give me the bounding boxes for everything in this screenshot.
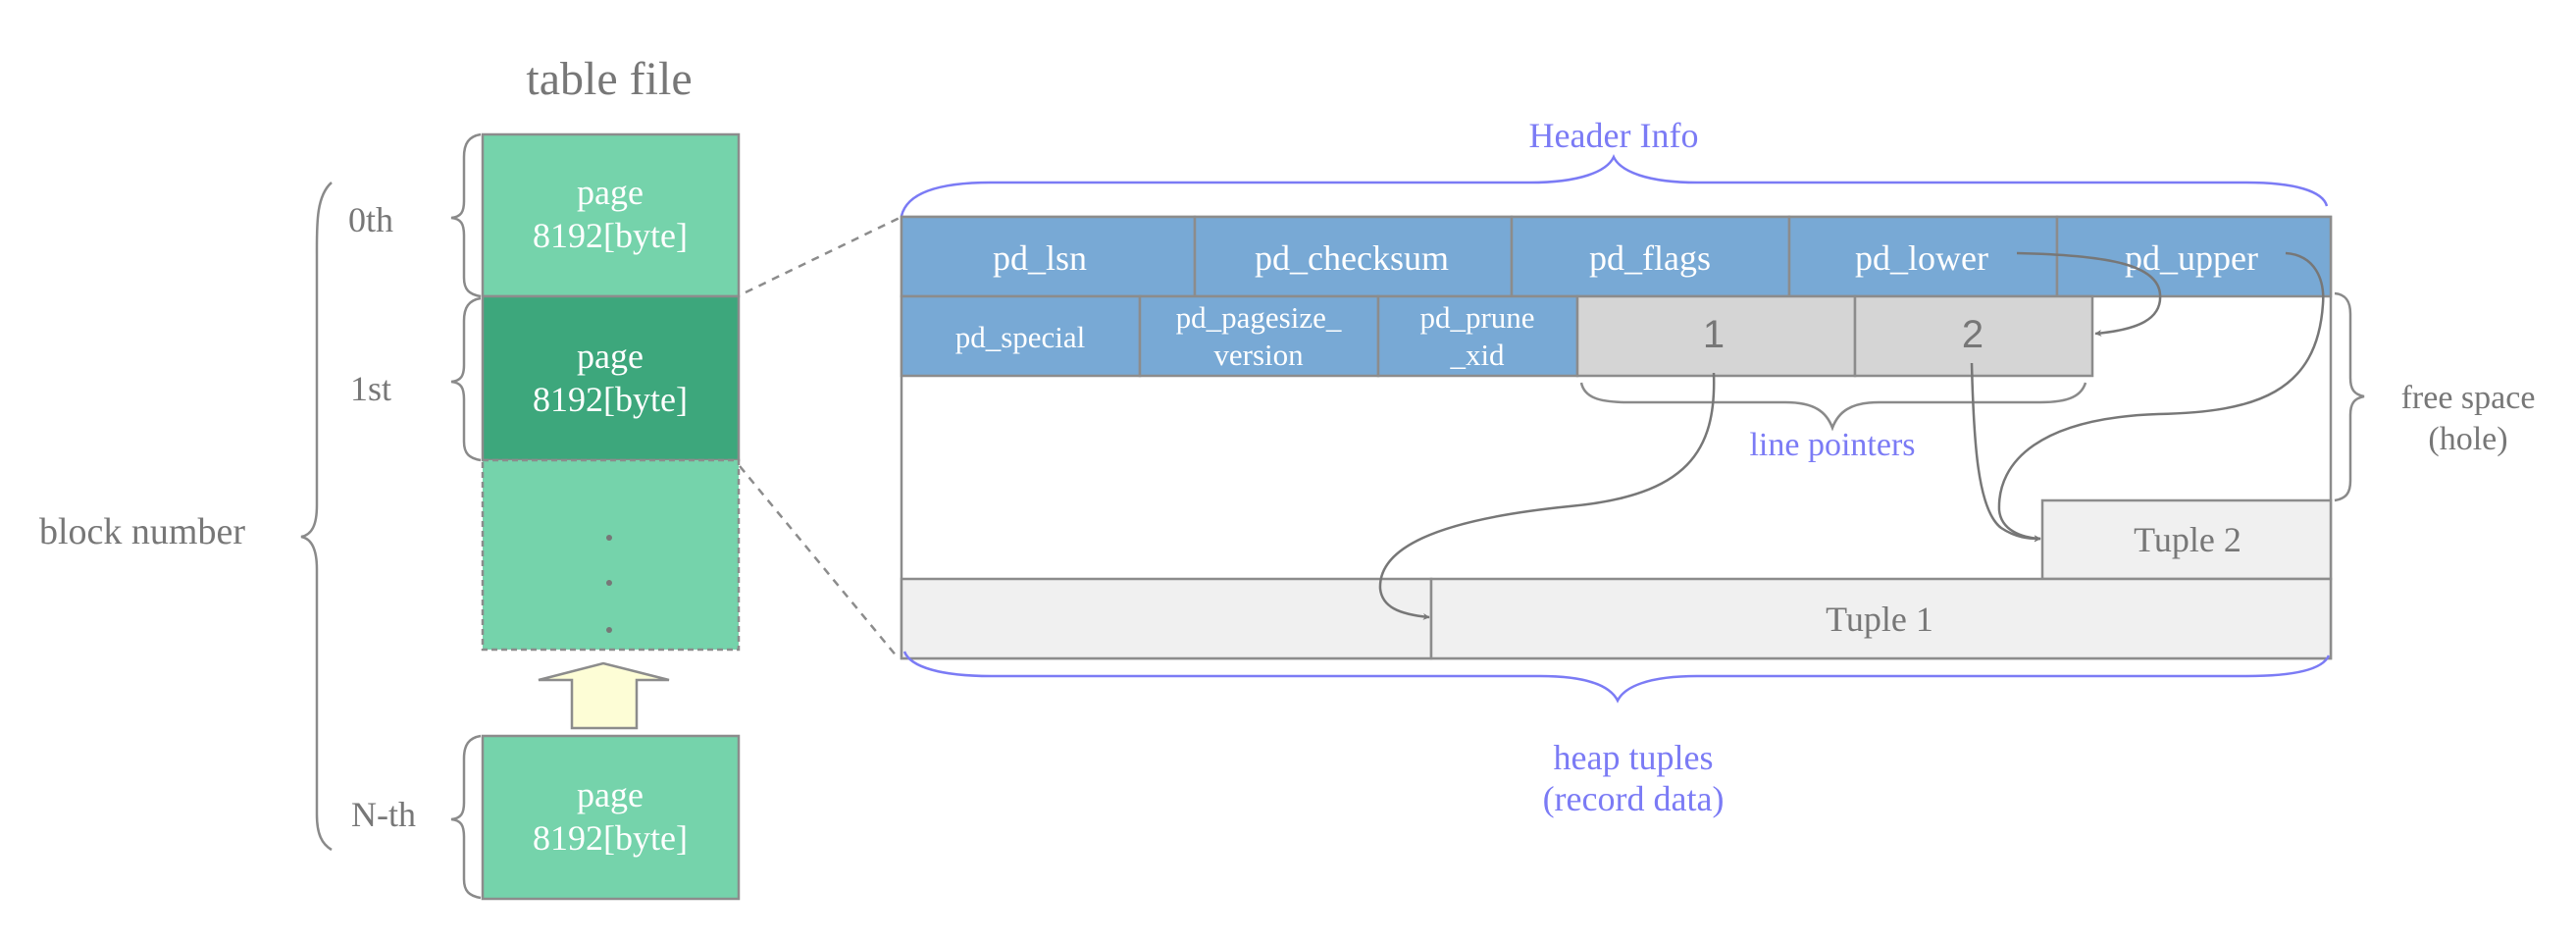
table-file-title: table file — [526, 53, 692, 105]
pd-upper-arrow — [1997, 251, 2325, 543]
header-field-label: pd_prune — [1419, 300, 1534, 335]
tuple-label: Tuple 2 — [2134, 520, 2241, 559]
line-pointers-label: line pointers — [1749, 427, 1915, 463]
header-field-pd-lsn[interactable] — [900, 215, 1197, 298]
page-0-line1: page — [577, 173, 644, 212]
header-info-label: Header Info — [1529, 116, 1699, 155]
block-label-nth: N-th — [351, 795, 416, 834]
zoom-connector-bottom — [739, 465, 899, 658]
heap-tuples-brace — [902, 651, 2331, 704]
block-label-1st: 1st — [350, 369, 391, 408]
line-pointers: 1 2 — [1575, 294, 2094, 378]
block-brace-nth — [450, 734, 482, 900]
header-field-label: pd_flags — [1589, 238, 1711, 278]
ellipsis-dot — [606, 627, 612, 633]
block-label-0th: 0th — [348, 200, 393, 239]
header-field-pd-upper[interactable] — [2055, 215, 2333, 298]
header-field-pd-prune-xid[interactable] — [1376, 294, 1579, 378]
tuple-label: Tuple 1 — [1826, 600, 1933, 639]
free-space-brace — [2334, 291, 2365, 502]
page-1-line1: page — [577, 337, 644, 376]
pd-lower-arrow — [2016, 251, 2162, 337]
block-brace-1st — [450, 296, 482, 462]
tuple-2[interactable]: Tuple 2 — [2040, 498, 2333, 581]
header-field-pd-lower[interactable] — [1787, 215, 2059, 298]
header-field-pd-pagesize-version[interactable] — [1138, 294, 1380, 378]
line-pointer-1-arrow — [1378, 372, 1716, 620]
block-number-label: block number — [39, 511, 245, 552]
ellipsis-dot — [606, 580, 612, 586]
page-block-0th[interactable]: page 8192[byte] — [481, 132, 741, 298]
line-pointers-brace — [1579, 382, 2087, 432]
zoom-connector-top — [745, 215, 902, 294]
line-pointer-2-arrow — [1970, 362, 2041, 543]
up-arrow-icon — [538, 661, 670, 730]
header-field-label: pd_upper — [2125, 238, 2258, 278]
header-info-brace — [900, 154, 2329, 217]
block-number-brace — [300, 182, 333, 852]
header-field-label: pd_lsn — [993, 238, 1087, 278]
free-space-label: (hole) — [2428, 421, 2507, 457]
header-field-label: _xid — [1449, 338, 1505, 372]
heap-tuples-label: (record data) — [1543, 779, 1725, 818]
header-field-label: pd_special — [955, 320, 1086, 354]
ellipsis-dot — [606, 535, 612, 541]
page-1-line2: 8192[byte] — [533, 380, 688, 419]
tuple-row-empty — [900, 577, 1433, 660]
line-pointer-number: 1 — [1703, 313, 1725, 356]
page-block-nth[interactable]: page 8192[byte] — [481, 734, 741, 901]
header-row-2: pd_special pd_pagesize_ version pd_prune… — [900, 294, 1579, 378]
page-block-ellipsis — [481, 458, 741, 652]
line-pointer-1[interactable] — [1575, 294, 1857, 378]
header-field-pd-special[interactable] — [900, 294, 1142, 378]
header-row-1: pd_lsn pd_checksum pd_flags pd_lower pd_… — [900, 215, 2333, 298]
page-block-1st[interactable]: page 8192[byte] — [481, 294, 741, 462]
header-field-label: pd_pagesize_ — [1176, 300, 1342, 335]
header-field-label: pd_lower — [1855, 238, 1988, 278]
page-n-line1: page — [577, 775, 644, 814]
block-brace-0th — [450, 132, 482, 298]
header-field-label: version — [1213, 338, 1304, 372]
tuple-1[interactable]: Tuple 1 — [1429, 577, 2333, 660]
header-field-label: pd_checksum — [1255, 238, 1449, 278]
line-pointer-2[interactable] — [1853, 294, 2094, 378]
free-space-label: free space — [2401, 380, 2536, 416]
page-0-line2: 8192[byte] — [533, 216, 688, 255]
heap-tuples-label: heap tuples — [1554, 738, 1714, 777]
line-pointer-number: 2 — [1962, 313, 1984, 356]
page-n-line2: 8192[byte] — [533, 818, 688, 858]
